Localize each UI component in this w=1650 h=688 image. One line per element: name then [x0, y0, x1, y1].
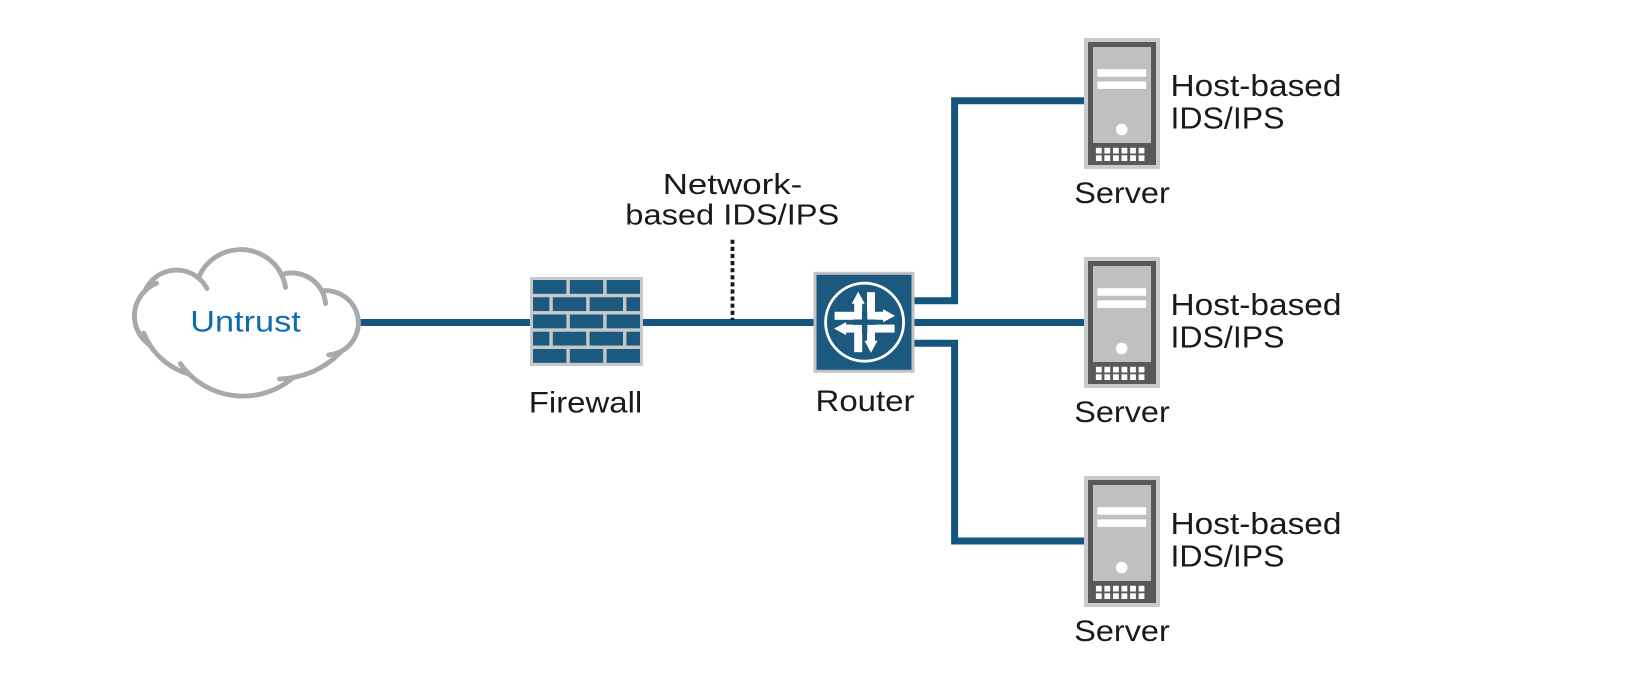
svg-text:Server: Server: [1074, 615, 1170, 648]
svg-text:Untrust: Untrust: [190, 306, 301, 339]
svg-text:Host-based: Host-based: [1171, 506, 1342, 541]
svg-text:IDS/IPS: IDS/IPS: [1171, 101, 1285, 136]
svg-text:IDS/IPS: IDS/IPS: [1171, 320, 1285, 355]
svg-text:IDS/IPS: IDS/IPS: [1171, 539, 1285, 574]
svg-text:Server: Server: [1074, 396, 1170, 429]
svg-text:based IDS/IPS: based IDS/IPS: [625, 200, 839, 232]
svg-text:Firewall: Firewall: [529, 387, 643, 420]
svg-text:Host-based: Host-based: [1171, 287, 1342, 322]
svg-text:Server: Server: [1074, 177, 1170, 210]
svg-text:Router: Router: [816, 385, 915, 418]
svg-text:Host-based: Host-based: [1171, 68, 1342, 103]
svg-text:Network-: Network-: [663, 169, 803, 201]
